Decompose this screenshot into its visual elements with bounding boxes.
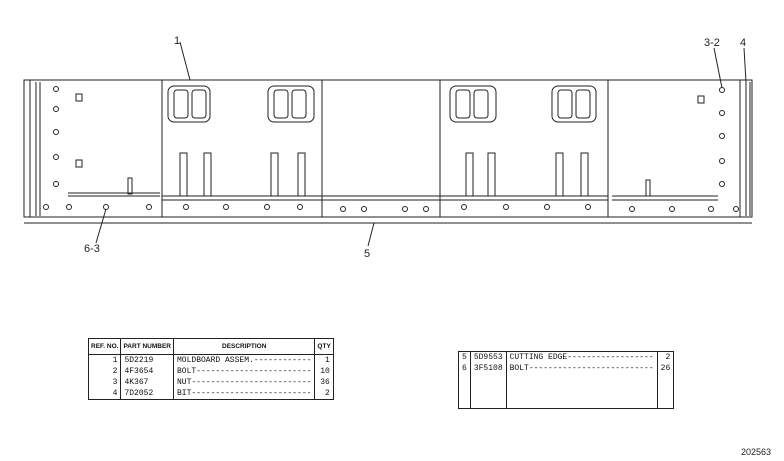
leader-3-2 [713,47,723,89]
description-cell: CUTTING EDGE------------------ [505,351,658,363]
ref-cell: 2 [87,366,122,377]
part-number-cell: 7D2052 [120,388,174,400]
ref-cell: 1 [87,354,122,366]
header-description: DESCRIPTION [172,338,316,355]
qty-cell: 10 [314,366,334,377]
parts-table-header: REF. NO. PART NUMBER DESCRIPTION QTY [87,338,334,355]
description-cell: BOLT------------------------ [172,366,316,377]
qty-cell: 36 [314,377,334,388]
table-row: 4 7D2052 BIT------------------------- 2 [87,388,334,400]
description-cell: NUT------------------------- [172,377,316,388]
table-row: 3 4K367 NUT------------------------- 36 [87,377,334,388]
qty-cell: 1 [314,354,334,366]
empty-cell [469,374,507,408]
header-qty: QTY [314,338,334,355]
table-row: 5 5D9553 CUTTING EDGE------------------ … [458,351,675,363]
qty-cell: 2 [656,351,675,363]
qty-cell: 2 [314,388,334,400]
callout-5: 5 [364,248,370,260]
part-number-cell: 4F3654 [120,366,174,377]
ref-cell: 4 [87,388,122,400]
table-row: 6 3F5108 BOLT-------------------------- … [458,363,675,374]
parts-table-left: REF. NO. PART NUMBER DESCRIPTION QTY 1 5… [87,338,334,400]
table-row: 2 4F3654 BOLT------------------------ 10 [87,366,334,377]
description-cell: BOLT-------------------------- [505,363,658,374]
table-row: 1 5D2219 MOLDBOARD ASSEM.------------ 1 [87,354,334,366]
leader-1 [179,41,191,81]
callout-1: 1 [174,35,180,47]
moldboard-section-4 [439,79,609,218]
moldboard-section-right [607,79,753,218]
qty-cell: 26 [656,363,675,374]
leader-4 [743,47,747,83]
table-row-empty [458,374,675,408]
callout-4: 4 [740,37,746,49]
part-number-cell: 3F5108 [469,363,507,374]
moldboard-section-2 [161,79,323,218]
empty-cell [505,374,658,408]
ref-cell: 5 [458,351,471,363]
moldboard-section-left [23,79,163,218]
parts-table-right: 5 5D9553 CUTTING EDGE------------------ … [458,351,675,409]
empty-cell [656,374,675,408]
description-cell: MOLDBOARD ASSEM.------------ [172,354,316,366]
leader-6-3 [95,208,107,244]
part-number-cell: 4K367 [120,377,174,388]
part-number-cell: 5D2219 [120,354,174,366]
empty-cell [458,374,471,408]
header-ref: REF. NO. [87,338,122,355]
callout-6-3: 6-3 [84,243,100,255]
header-part: PART NUMBER [120,338,174,355]
moldboard-section-3 [321,79,441,218]
description-cell: BIT------------------------- [172,388,316,400]
drawing-number: 202563 [741,447,772,457]
part-number-cell: 5D9553 [469,351,507,363]
callout-3-2: 3-2 [704,37,720,49]
ref-cell: 3 [87,377,122,388]
leader-5 [367,222,375,247]
ref-cell: 6 [458,363,471,374]
